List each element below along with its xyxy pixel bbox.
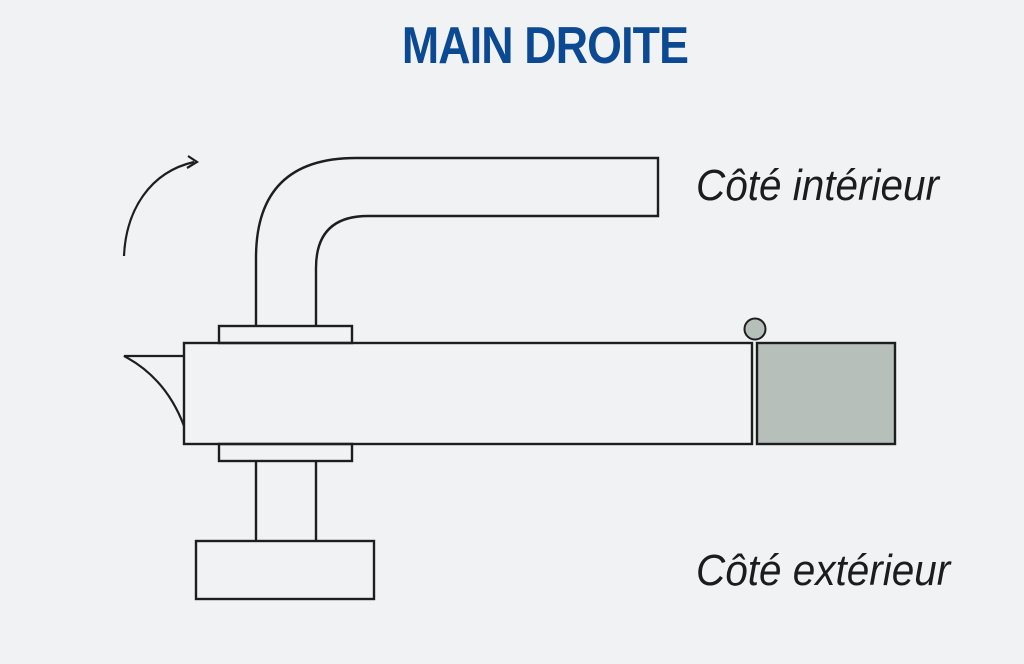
latch-bolt [123,354,186,427]
lever-handle [254,156,660,326]
diagram-title: MAIN DROITE [401,17,689,75]
inside-side-label: Côté intérieur [696,161,940,210]
strike-box [755,341,897,446]
outside-side-label: Côté extérieur [696,546,951,595]
curved-arrow-icon [122,155,200,257]
outside-knob [194,539,376,601]
top-rosette [217,324,354,345]
hinge-pin [743,317,767,341]
lock-body [182,341,754,446]
bottom-rosette [217,442,354,463]
